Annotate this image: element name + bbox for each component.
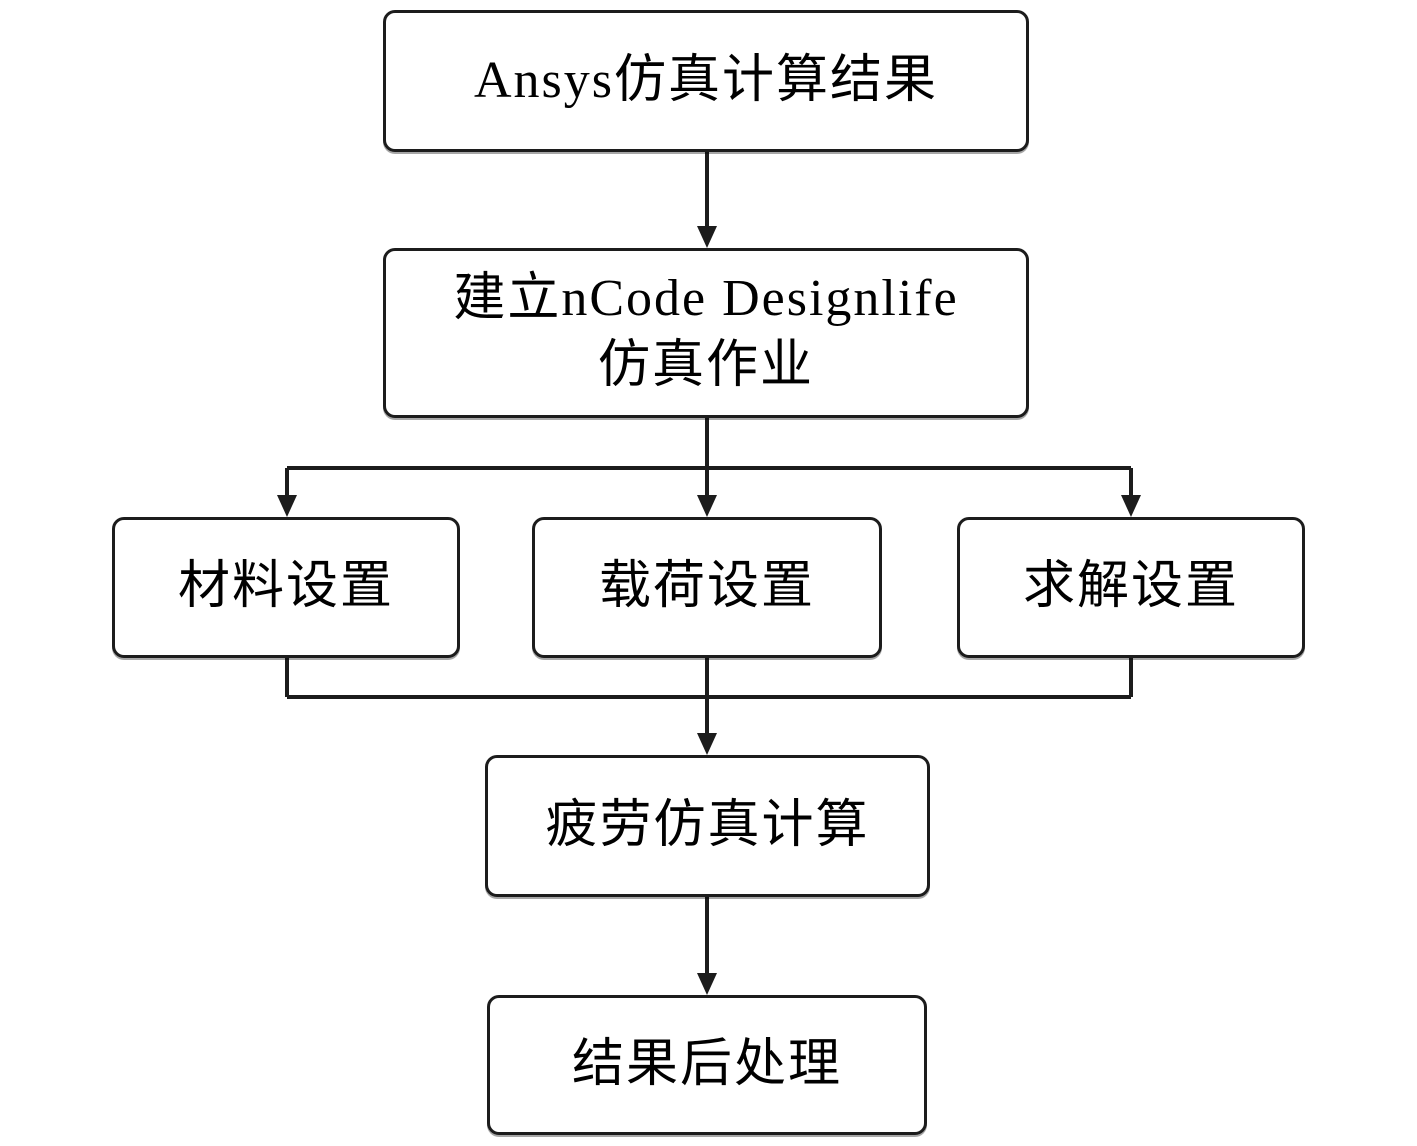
node-load-setup-label: 载荷设置 (598, 558, 815, 616)
arrowhead-icon (697, 973, 717, 995)
node-fatigue-simulation-label: 疲劳仿真计算 (545, 796, 870, 854)
node-material-setup: 材料设置 (112, 517, 460, 658)
node-create-ncode-job-label-line2: 仿真作业 (597, 337, 814, 394)
node-result-postprocess: 结果后处理 (487, 995, 927, 1135)
edge-job-branch (285, 418, 1133, 496)
arrowhead-icon (277, 495, 297, 517)
node-solver-setup: 求解设置 (957, 517, 1305, 658)
node-result-postprocess-label: 结果后处理 (571, 1035, 842, 1093)
node-ansys-results-label: Ansys仿真计算结果 (473, 51, 939, 109)
node-load-setup: 载荷设置 (532, 517, 882, 658)
node-material-setup-label: 材料设置 (177, 558, 394, 616)
arrowhead-icon (1121, 495, 1141, 517)
node-create-ncode-job-label-line1: 建立nCode Designlife (453, 270, 959, 328)
node-solver-setup-label: 求解设置 (1022, 558, 1239, 616)
node-ansys-results: Ansys仿真计算结果 (383, 10, 1029, 152)
arrowhead-icon (697, 495, 717, 517)
edge-settings-merge (285, 658, 1133, 734)
node-create-ncode-job: 建立nCode Designlife 仿真作业 (383, 248, 1029, 418)
arrowhead-icon (697, 733, 717, 755)
node-fatigue-simulation: 疲劳仿真计算 (485, 755, 930, 897)
arrowhead-icon (697, 226, 717, 248)
